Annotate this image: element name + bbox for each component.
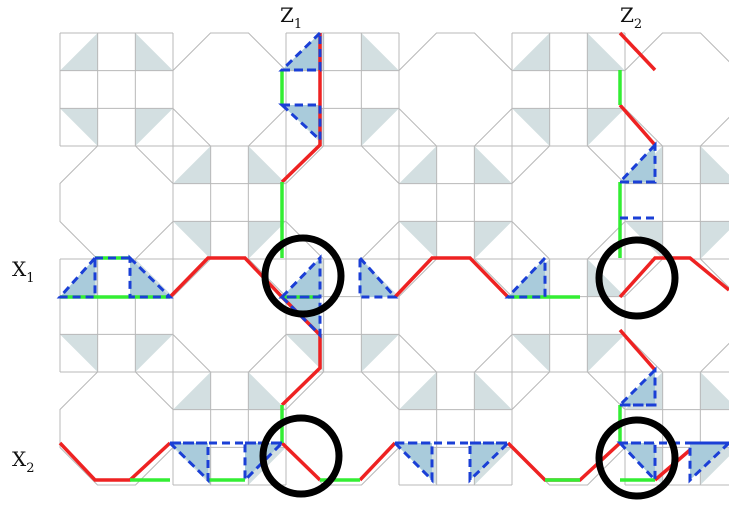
shaded-triangle (474, 146, 512, 184)
shaded-triangle (700, 372, 729, 410)
shaded-triangle (286, 334, 324, 372)
shaded-triangle (587, 334, 625, 372)
shaded-triangle (474, 372, 512, 410)
red-paths (58, 31, 729, 482)
label-z2: Z2 (620, 3, 642, 32)
blue-dashed-paths (56, 29, 729, 484)
shaded-triangle (700, 221, 729, 259)
octagon-cell (398, 32, 513, 147)
blue-dashed-triangle (278, 254, 322, 299)
octagon-cell (59, 145, 174, 260)
intersection-circle (259, 414, 343, 498)
blue-dashed-triangle (504, 254, 547, 299)
shaded-triangle (135, 334, 173, 372)
octagon-cell (511, 145, 626, 260)
red-path-segment (358, 441, 397, 482)
shaded-triangle (399, 146, 437, 184)
red-path-segment (618, 103, 657, 147)
intersection-circle (261, 234, 345, 318)
shaded-triangle (361, 33, 399, 71)
shaded-triangle (60, 334, 98, 372)
shaded-triangle (173, 372, 211, 410)
active-triangle (282, 105, 320, 140)
shaded-triangle (512, 108, 550, 146)
shaded-triangle (700, 146, 729, 184)
label-z1: Z1 (280, 3, 302, 32)
shaded-triangle (135, 33, 173, 71)
blue-dashed-triangle (128, 254, 174, 299)
red-path-segment (168, 256, 322, 407)
shaded-triangle (248, 372, 286, 410)
red-path-segment (393, 256, 510, 299)
label-x1: X1 (12, 257, 35, 286)
shaded-triangle (135, 108, 173, 146)
shaded-triangle (587, 108, 625, 146)
blue-dashed-triangle (56, 254, 97, 299)
active-shaded-triangles (60, 33, 729, 480)
shaded-triangle (399, 221, 437, 259)
octagon-square-lattice (59, 32, 729, 486)
shaded-triangle (60, 108, 98, 146)
blue-dashed-triangle (358, 254, 399, 299)
shaded-triangle (248, 146, 286, 184)
label-x2: X2 (12, 447, 35, 476)
shaded-triangle (474, 221, 512, 259)
active-triangle (620, 145, 655, 182)
shaded-triangle (361, 334, 399, 372)
active-triangle (620, 443, 655, 480)
shaded-triangle (512, 334, 550, 372)
octagon-cell (285, 371, 400, 486)
shaded-triangle (173, 146, 211, 184)
blue-dashed-triangle (688, 441, 729, 484)
intersection-circle (595, 236, 679, 320)
shaded-triangle (60, 33, 98, 71)
active-triangle (620, 370, 655, 405)
octagon-cell (511, 371, 626, 486)
shaded-triangle (361, 108, 399, 146)
red-path-segment (618, 31, 657, 72)
active-triangle (470, 443, 508, 480)
octagon-cell (59, 371, 174, 486)
intersection-circles (259, 234, 679, 500)
shaded-triangle (587, 259, 625, 297)
octagon-cell (172, 32, 287, 147)
shaded-triangle (173, 221, 211, 259)
red-path-segment (58, 441, 172, 482)
shaded-triangle (399, 372, 437, 410)
intersection-circle (595, 416, 679, 500)
red-path-segment (280, 441, 322, 482)
red-path-segment (618, 328, 657, 372)
shaded-triangle (248, 221, 286, 259)
shaded-triangle (512, 33, 550, 71)
shaded-triangle (587, 33, 625, 71)
